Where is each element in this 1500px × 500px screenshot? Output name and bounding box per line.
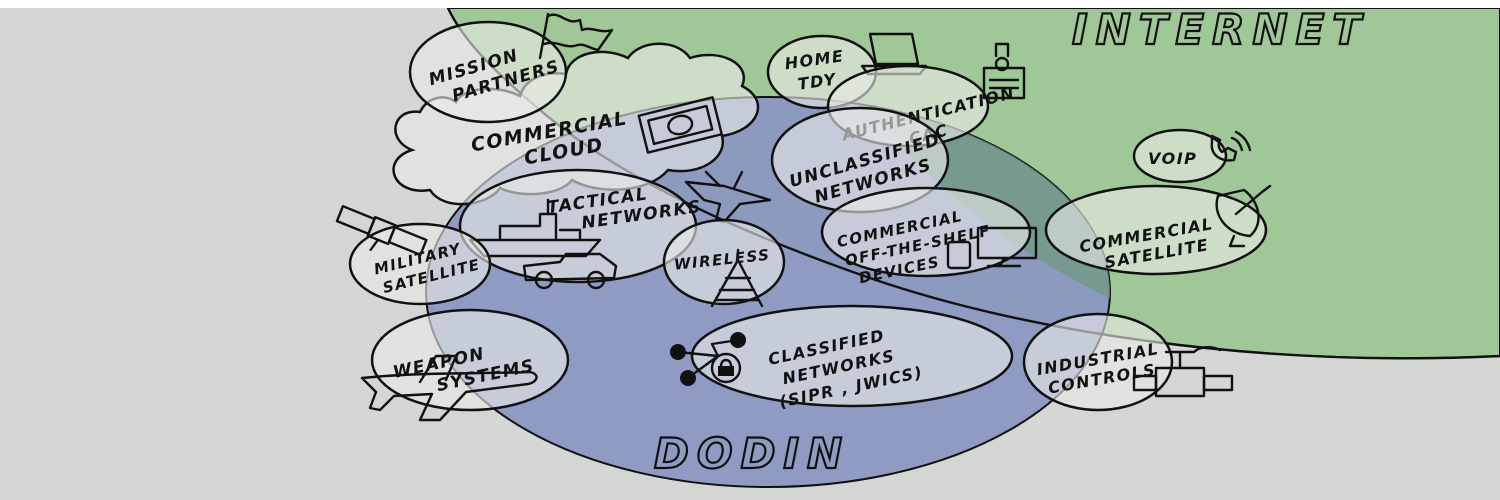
wireless-node: WIRELESS: [662, 218, 786, 308]
airplane-icon: [360, 354, 538, 422]
commercial-satellite-node: COMMERCIAL SATELLITE: [1044, 184, 1272, 276]
network-lock-icon: [670, 332, 746, 386]
voip-label: VOIP: [1148, 149, 1197, 168]
dollar-bill-icon: [637, 96, 723, 154]
voip-node: VOIP: [1132, 128, 1252, 184]
mission-partners-node: MISSION PARTNERS: [408, 12, 614, 124]
flag-icon: [538, 12, 614, 60]
industrial-controls-node: INDUSTRIAL CONTROLS: [1022, 312, 1234, 412]
cell-tower-icon: [710, 248, 764, 308]
satellite-dish-icon: [1215, 184, 1272, 248]
military-satellite-node: MILITARY SATELLITE: [335, 205, 492, 306]
phone-icon: [1210, 130, 1252, 162]
internet-label: INTERNET: [1072, 5, 1369, 54]
truck-icon: [522, 252, 618, 290]
tactical-networks-node: TACTICAL NETWORKS: [458, 168, 703, 290]
id-badge-icon: [982, 42, 1026, 100]
tablet-icon: [946, 240, 972, 270]
satellite-icon: [335, 205, 428, 256]
weapon-systems-node: WEAPON SYSTEMS: [360, 308, 570, 422]
pipe-valve-icon: [1132, 346, 1234, 398]
unclassified-networks-node: UNCLASSIFIED NETWORKS: [770, 106, 950, 214]
desktop-monitor-icon: [976, 226, 1038, 268]
dodin-label: DODIN: [654, 429, 850, 478]
classified-networks-node: CLASSIFIED NETWORKS (SIPR , JWICS): [670, 304, 1014, 412]
